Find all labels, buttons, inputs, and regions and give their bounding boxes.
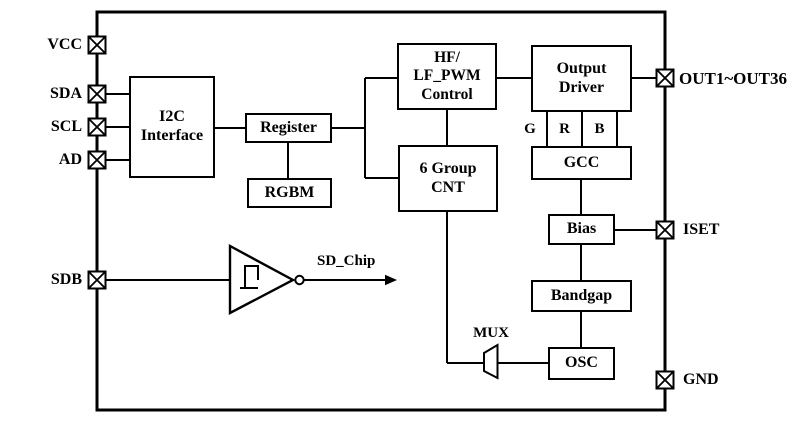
sd-chip-label: SD_Chip [317, 253, 376, 269]
channel-label-r: R [559, 120, 570, 137]
channel-label-g: G [524, 120, 536, 137]
block-register: Register [245, 113, 332, 143]
chip-outline [95, 10, 667, 412]
ad-pin-label: AD [58, 151, 82, 168]
block-bandgap: Bandgap [531, 280, 632, 312]
block-gcc: GCC [531, 146, 632, 180]
block-rgbm: RGBM [247, 178, 332, 208]
vcc-pin-label: VCC [47, 36, 82, 53]
block-hf-lf-pwm-control: HF/ LF_PWM Control [397, 43, 497, 110]
block-osc: OSC [548, 347, 615, 380]
out-pin-label: OUT1~OUT36 [679, 69, 788, 88]
channel-cell-dividers [546, 111, 618, 147]
iset-pin-label: ISET [683, 221, 720, 238]
mux-label: MUX [473, 325, 509, 341]
out-pin-symbol [655, 68, 675, 88]
scl-pin-label: SCL [50, 118, 82, 135]
block-i2c-interface: I2C Interface [129, 76, 215, 178]
sd-chip-arrow [304, 274, 397, 286]
schmitt-inverter-icon [228, 243, 305, 315]
gnd-pin-symbol [655, 370, 675, 390]
sdb-pin-symbol [87, 270, 107, 290]
wires [106, 77, 658, 364]
block-six-group-cnt: 6 Group CNT [398, 145, 498, 212]
iset-pin-symbol [655, 220, 675, 240]
sda-pin-label: SDA [49, 85, 82, 102]
ad-pin-symbol [87, 150, 107, 170]
vcc-pin-symbol [87, 35, 107, 55]
gnd-pin-label: GND [683, 371, 719, 388]
block-bias: Bias [548, 214, 615, 245]
sdb-pin-label: SDB [50, 271, 82, 288]
mux-icon [483, 343, 499, 380]
channel-label-b: B [594, 120, 605, 137]
sda-pin-symbol [87, 84, 107, 104]
scl-pin-symbol [87, 117, 107, 137]
block-output-driver: Output Driver [531, 45, 632, 112]
